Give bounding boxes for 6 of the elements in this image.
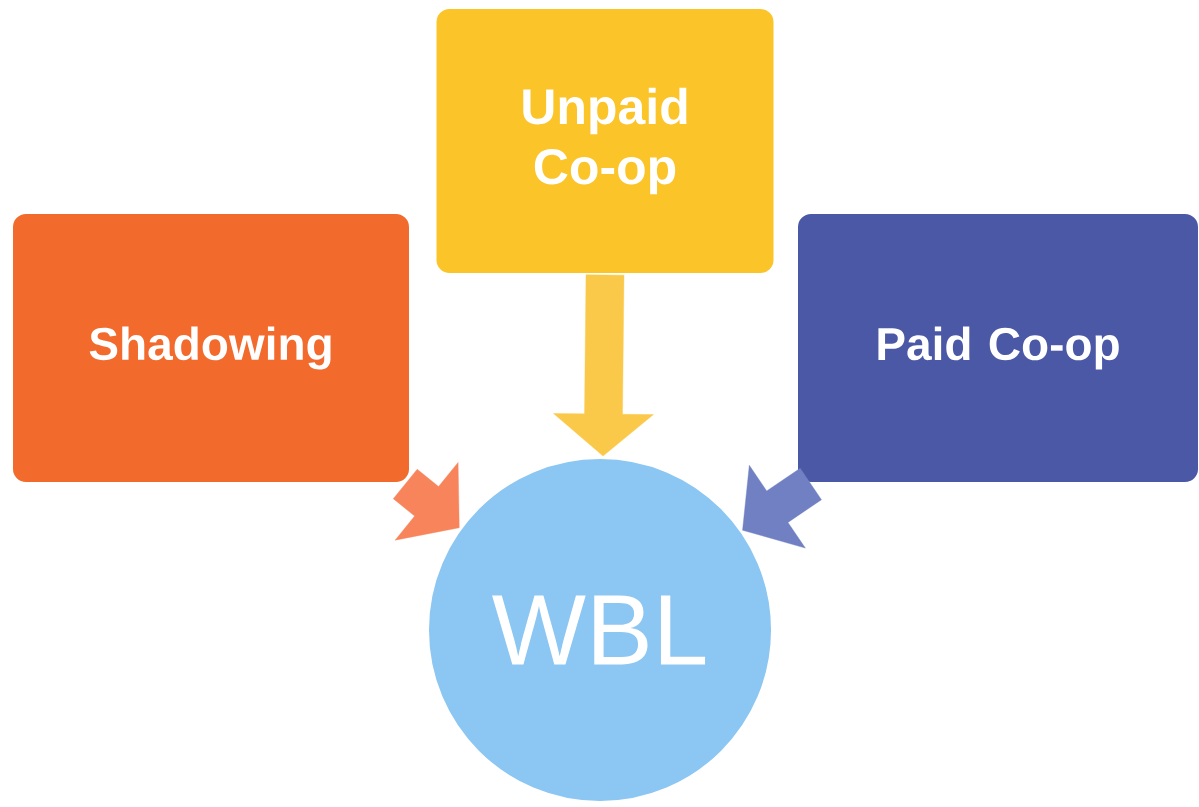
process-box: Paid Co-op [796, 212, 1199, 484]
process-box: Shadowing [11, 212, 411, 484]
process-box: Unpaid Co-op [434, 7, 776, 275]
block-arrow [553, 274, 654, 457]
block-arrow [742, 465, 822, 549]
block-arrow [393, 462, 460, 541]
